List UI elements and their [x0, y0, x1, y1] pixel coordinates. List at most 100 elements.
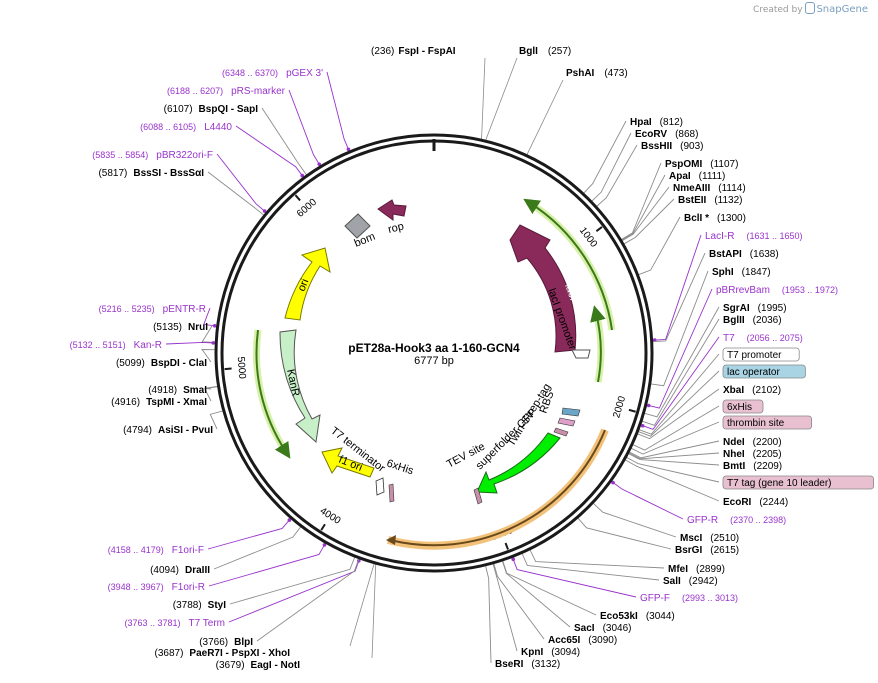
enzyme-label[interactable]: XbaI(2102): [723, 385, 781, 396]
enzyme-label[interactable]: (6107)BspQI - SapI: [164, 104, 259, 115]
enzyme-label[interactable]: (3679)EagI - NotI: [216, 660, 301, 671]
primer-label[interactable]: GFP-F(2993 .. 3013): [640, 593, 738, 604]
primer-label[interactable]: (6188 .. 6207)pRS-marker: [167, 86, 286, 97]
enzyme-position: (3046): [603, 623, 632, 634]
enzyme-position: (236): [371, 46, 394, 57]
enzyme-name: HpaI: [630, 117, 652, 128]
enzyme-position: (1111): [699, 171, 726, 182]
kanr-green-arrow: [255, 329, 291, 459]
enzyme-label[interactable]: BssHII(903): [641, 141, 703, 152]
enzyme-name: FspI - FspAI: [398, 46, 455, 57]
enzyme-label[interactable]: BmtI(2209): [723, 461, 782, 472]
feature-box-label[interactable]: 6xHis: [727, 402, 752, 413]
enzyme-label[interactable]: (3766)BlpI: [199, 637, 253, 648]
leader-line: [481, 57, 486, 140]
enzyme-label-top[interactable]: BglI(257): [519, 46, 571, 57]
enzyme-label[interactable]: BclI *(1300): [684, 213, 746, 224]
enzyme-name: NheI: [723, 449, 745, 460]
leader-line: [201, 349, 216, 363]
primer-label[interactable]: (3948 .. 3967)F1ori-R: [108, 582, 205, 593]
feature-label-rop: rop: [387, 220, 405, 235]
primer-label[interactable]: (5132 .. 5151)Kan-R: [70, 340, 162, 351]
enzyme-position: (3687): [155, 648, 184, 659]
enzyme-label[interactable]: SgrAI(1995): [723, 303, 787, 314]
enzyme-label[interactable]: (4794)AsiSI - PvuI: [123, 425, 213, 436]
6xhis-lower-feature: [388, 483, 395, 503]
leader-line: [209, 410, 223, 430]
enzyme-name: BspDI - ClaI: [151, 358, 207, 369]
leader-line: [611, 481, 684, 520]
enzyme-label[interactable]: BsrGI(2615): [675, 545, 739, 556]
enzyme-label[interactable]: NdeI(2200): [723, 437, 782, 448]
leader-line: [208, 542, 326, 587]
enzyme-label[interactable]: Eco53kI(3044): [600, 611, 675, 622]
primer-site-marker: [346, 147, 351, 152]
primer-label[interactable]: T7(2056 .. 2075): [723, 333, 803, 344]
leader-line: [641, 318, 720, 426]
primer-label[interactable]: (5216 .. 5235)pENTR-R: [99, 304, 206, 315]
tick-mark: [320, 523, 326, 531]
snapgene-logo-icon: [805, 2, 816, 14]
enzyme-label[interactable]: EcoRV(868): [635, 129, 698, 140]
enzyme-name: BclI *: [684, 213, 709, 224]
leader-line: [577, 517, 672, 550]
enzyme-label[interactable]: (5135)NruI: [153, 322, 208, 333]
enzyme-label[interactable]: (3687)PaeR7I - PspXI - XhoI: [155, 648, 291, 659]
enzyme-label[interactable]: MfeI(2899): [668, 564, 725, 575]
enzyme-label[interactable]: BglII(2036): [723, 315, 782, 326]
enzyme-label[interactable]: EcoRI(2244): [723, 497, 788, 508]
enzyme-label[interactable]: (4918)SmaI: [148, 385, 207, 396]
enzyme-name: (257): [548, 46, 571, 57]
enzyme-label[interactable]: KpnI(3094): [521, 647, 580, 658]
enzyme-label[interactable]: SacI(3046): [574, 623, 631, 634]
enzyme-name: EcoRI: [723, 497, 752, 508]
primer-label[interactable]: (4158 .. 4179)F1ori-F: [108, 545, 204, 556]
enzyme-label[interactable]: (5099)BspDI - ClaI: [116, 358, 207, 369]
enzyme-label[interactable]: NheI(2205): [723, 449, 782, 460]
primer-range: (6348 .. 6370): [222, 68, 278, 78]
enzyme-label[interactable]: (5817)BssSI - BssSαI: [98, 168, 204, 179]
ori-feature: [284, 247, 331, 321]
primer-label[interactable]: (5835 .. 5854)pBR322ori-F: [92, 150, 213, 161]
primer-site-marker: [211, 341, 216, 345]
enzyme-label[interactable]: (4916)TspMI - XmaI: [111, 397, 207, 408]
primer-label[interactable]: (6088 .. 6105)L4440: [140, 122, 232, 133]
enzyme-label[interactable]: SphI(1847): [712, 267, 771, 278]
leader-line: [526, 79, 564, 155]
leader-line: [165, 341, 216, 345]
enzyme-label[interactable]: Acc65I(3090): [548, 635, 617, 646]
enzyme-label[interactable]: (4094)DraIII: [150, 565, 210, 576]
enzyme-position: (6107): [164, 104, 193, 115]
primer-label[interactable]: pBRrevBam(1953 .. 1972): [716, 285, 838, 296]
primer-label[interactable]: GFP-R(2370 .. 2398): [687, 515, 786, 526]
enzyme-label[interactable]: (3788)StyI: [173, 600, 226, 611]
primer-label[interactable]: (3763 .. 3781)T7 Term: [124, 618, 225, 629]
primer-site-marker: [212, 323, 217, 328]
primer-site-marker: [640, 423, 645, 428]
feature-box-label[interactable]: T7 tag (gene 10 leader): [727, 478, 832, 489]
feature-box-label[interactable]: T7 promoter: [727, 350, 782, 361]
enzyme-label[interactable]: SalI(2942): [663, 576, 718, 587]
leader-line: [349, 563, 375, 647]
primer-range: (3948 .. 3967): [108, 582, 164, 592]
enzyme-label-top[interactable]: (236) FspI - FspAI: [371, 46, 456, 57]
enzyme-name: BseRI: [495, 659, 524, 670]
enzyme-label-top[interactable]: PshAI(473): [566, 68, 628, 79]
enzyme-position: (2209): [753, 461, 782, 472]
enzyme-label[interactable]: PspOMI(1107): [665, 159, 738, 170]
feature-box-label[interactable]: lac operator: [727, 367, 780, 378]
primer-label[interactable]: (6348 .. 6370)pGEX 3': [222, 68, 323, 79]
enzyme-label[interactable]: ApaI(1111): [669, 171, 725, 182]
enzyme-label[interactable]: HpaI(812): [630, 117, 683, 128]
leader-line: [256, 558, 360, 642]
enzyme-label[interactable]: BseRI(3132): [495, 659, 560, 670]
primer-label[interactable]: LacI-R(1631 .. 1650): [705, 231, 803, 242]
enzyme-label[interactable]: BstEII(1132): [678, 195, 743, 206]
feature-box-label[interactable]: thrombin site: [727, 418, 785, 429]
primer-name: pRS-marker: [231, 86, 286, 97]
leader-line: [213, 526, 302, 570]
enzyme-label[interactable]: BstAPI(1638): [709, 249, 779, 260]
enzyme-position: (4794): [123, 425, 152, 436]
enzyme-label[interactable]: MscI(2510): [680, 533, 739, 544]
enzyme-label[interactable]: NmeAIII(1114): [673, 183, 746, 194]
